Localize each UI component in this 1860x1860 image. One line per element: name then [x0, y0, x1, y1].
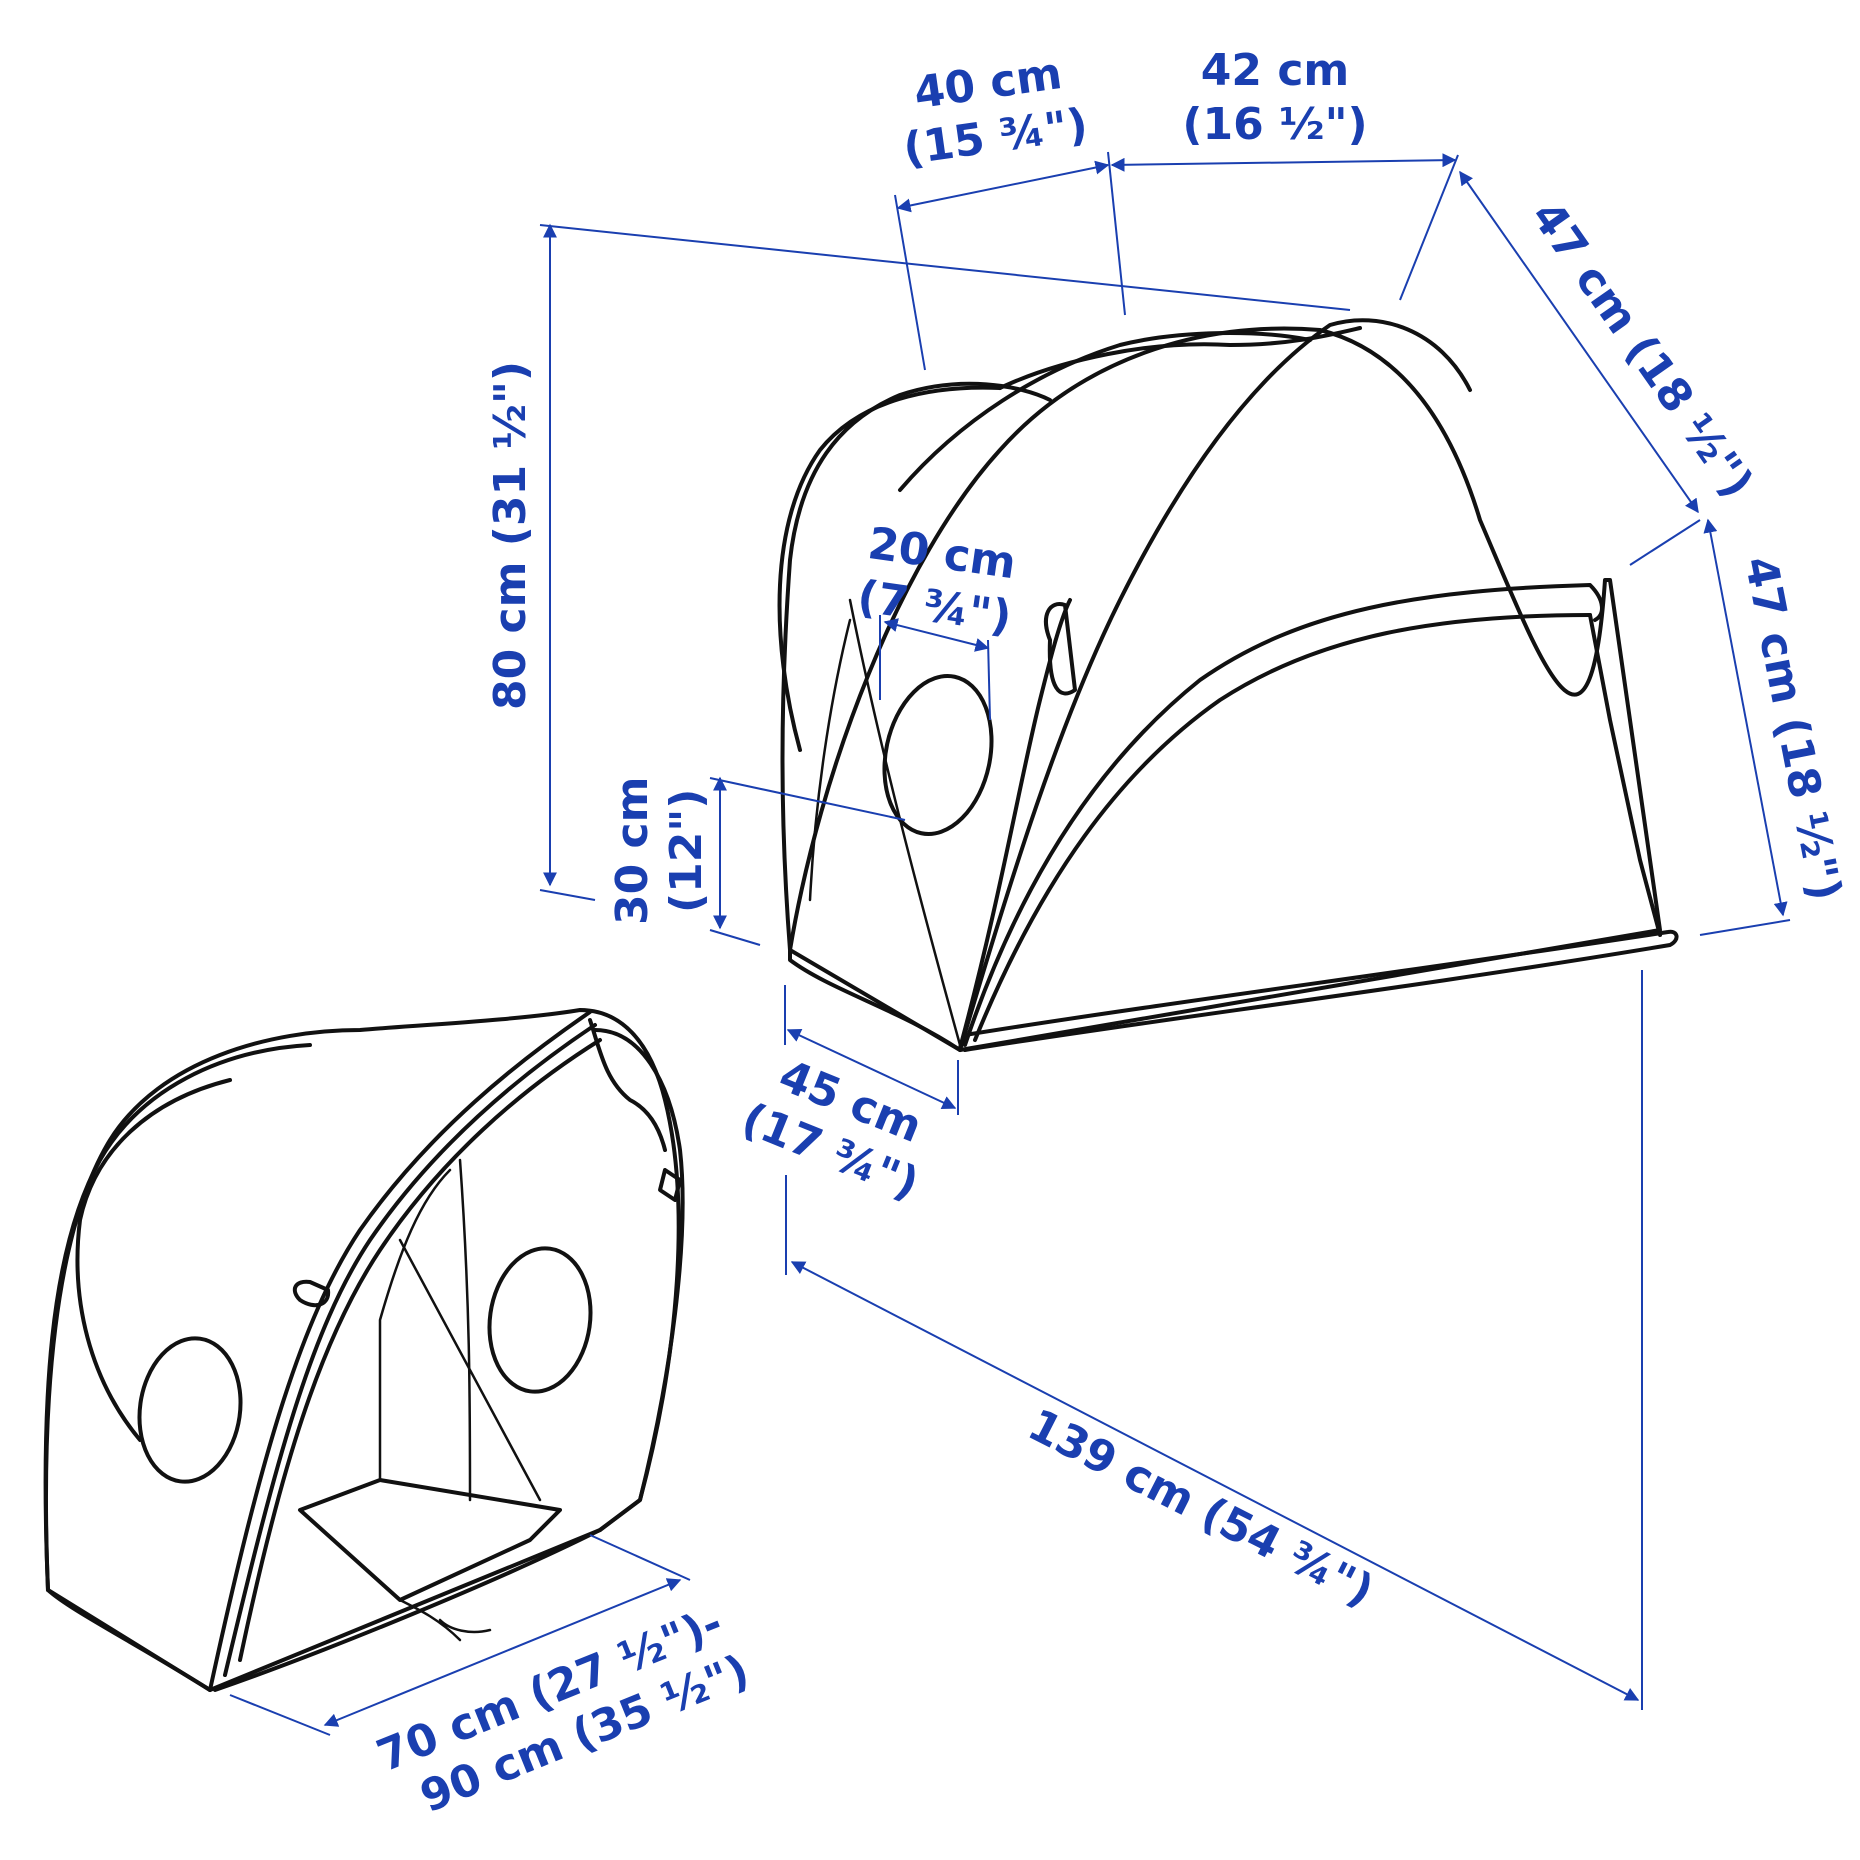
label-right-side: 47 cm (18 ½")	[1734, 552, 1851, 904]
mesh-window-right-icon	[487, 1246, 593, 1394]
interior-cross-strap-2	[458, 1158, 472, 1502]
label-base-long: 139 cm (54 ¾")	[1020, 1399, 1381, 1617]
dim-ext-6	[539, 224, 1351, 311]
drawstring	[398, 1598, 492, 1642]
label-height-total: 80 cm (31 ½")	[485, 361, 536, 710]
dim-ext-4	[1629, 519, 1701, 566]
label-depth-top-imperial: (16 ½")	[1182, 99, 1367, 150]
interior-back-wall	[378, 1168, 452, 1482]
canopy-bottom-edge	[963, 929, 1679, 1052]
dim-base-front-line	[786, 1028, 957, 1110]
dim-ext-2	[1107, 151, 1126, 316]
label-strap: 70 cm (27 ½")- 90 cm (35 ½")	[370, 1597, 756, 1823]
canopy-front-view	[43, 1008, 685, 1692]
front-arch-outer	[208, 1010, 592, 1692]
canopy-top-arch	[958, 318, 1472, 1052]
label-window-height: 30 cm (12")	[607, 777, 712, 925]
label-base-front: 45 cm (17 ¾")	[735, 1050, 929, 1210]
dim-window-line	[883, 618, 990, 652]
front-arch-zipper	[223, 1023, 597, 1677]
label-depth-top-metric: 42 cm	[1201, 45, 1349, 96]
right-hoop-flap	[588, 1018, 667, 1152]
canopy-side-seam	[958, 598, 1072, 1050]
dim-ext-10	[709, 777, 906, 821]
dim-strap-line	[323, 1578, 682, 1727]
dim-ext-5	[1699, 919, 1791, 936]
canopy-right-edge	[1588, 613, 1662, 937]
dim-ext-3	[1399, 154, 1459, 301]
left-hoop-outer	[43, 1043, 312, 1592]
clip-right-icon	[658, 1168, 682, 1202]
front-arch-inner	[238, 1038, 602, 1662]
right-hoop	[593, 1028, 685, 1532]
canopy-side-view	[777, 318, 1679, 1052]
dim-ext-9	[987, 639, 991, 721]
dim-ext-11	[709, 929, 761, 946]
dim-right-side-line	[1703, 518, 1788, 917]
dim-ext-7	[539, 889, 596, 901]
canopy-top-arch-inner	[898, 331, 1312, 492]
dim-width-top-line	[896, 160, 1110, 213]
label-depth-top: 42 cm (16 ½")	[1182, 45, 1367, 150]
mesh-window-icon	[882, 674, 994, 836]
label-window-height-imperial: (12")	[661, 789, 712, 913]
clip-icon	[1044, 602, 1077, 696]
dim-base-long-line	[790, 1261, 1640, 1701]
dim-diag-upper-line	[1459, 170, 1699, 514]
label-window-height-metric: 30 cm	[607, 777, 658, 925]
canopy-back-hoop	[777, 385, 1002, 752]
dim-ext-16	[229, 1694, 331, 1736]
canopy-top-ridge	[998, 326, 1362, 390]
mesh-window-left-icon	[137, 1336, 243, 1484]
dim-depth-top-line	[1110, 153, 1457, 172]
left-hoop-inner	[75, 1078, 232, 1442]
label-width-top: 40 cm (15 ¾")	[900, 48, 1091, 175]
front-base-left	[46, 1588, 212, 1692]
label-diag-upper: 47 cm (18 ½")	[1521, 192, 1763, 507]
canopy-inner-strap-2	[808, 618, 852, 902]
dimension-lines	[229, 151, 1791, 1736]
dim-ext-1	[894, 194, 926, 371]
canopy-back-panel	[780, 381, 1052, 952]
canopy-front-hoop-inner	[973, 613, 1592, 1042]
canopy-front-hoop	[963, 583, 1604, 1047]
canopy-body	[788, 326, 1662, 1052]
dim-ext-17	[589, 1534, 691, 1581]
clip-left-icon	[292, 1279, 331, 1308]
